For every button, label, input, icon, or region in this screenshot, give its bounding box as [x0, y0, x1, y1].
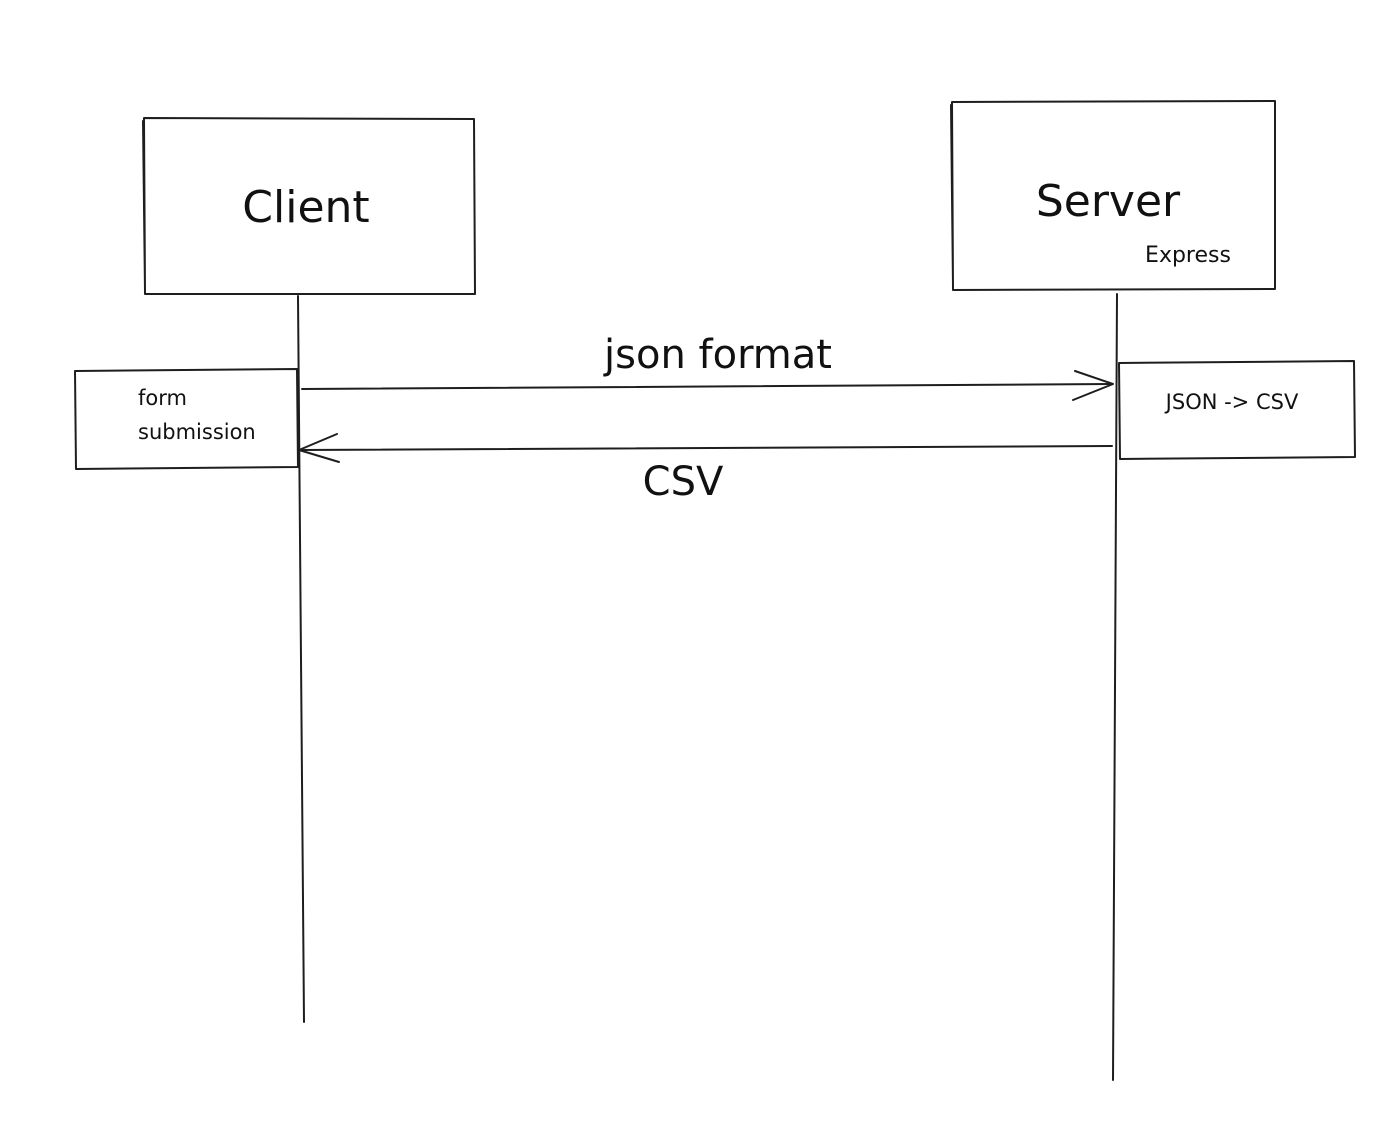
request-arrow-line — [301, 383, 1113, 390]
client-label: Client — [242, 182, 369, 233]
server-label: Server — [1036, 176, 1181, 227]
server-box — [950, 100, 1276, 291]
server-activation-box — [1118, 360, 1356, 460]
server-sublabel: Express — [1145, 243, 1231, 268]
client-box — [142, 117, 476, 295]
server-participant[interactable]: Server Express — [950, 100, 1276, 291]
client-lifeline — [297, 295, 305, 1023]
request-message[interactable]: json format — [301, 332, 1114, 401]
server-activation-label: JSON -> CSV — [1164, 390, 1299, 414]
client-activation-label-line2: submission — [138, 420, 256, 444]
request-arrowhead — [1072, 370, 1114, 401]
response-message[interactable]: CSV — [298, 433, 1113, 505]
client-activation-box — [74, 368, 299, 470]
response-arrow-line — [298, 445, 1113, 451]
response-arrowhead — [298, 433, 340, 463]
server-activation[interactable]: JSON -> CSV — [1118, 360, 1356, 460]
request-label: json format — [603, 332, 832, 378]
server-lifeline — [1112, 293, 1118, 1081]
client-participant[interactable]: Client — [142, 117, 476, 295]
client-activation[interactable]: form submission — [74, 368, 299, 470]
response-label: CSV — [643, 459, 724, 505]
client-activation-label-line1: form — [138, 386, 187, 410]
